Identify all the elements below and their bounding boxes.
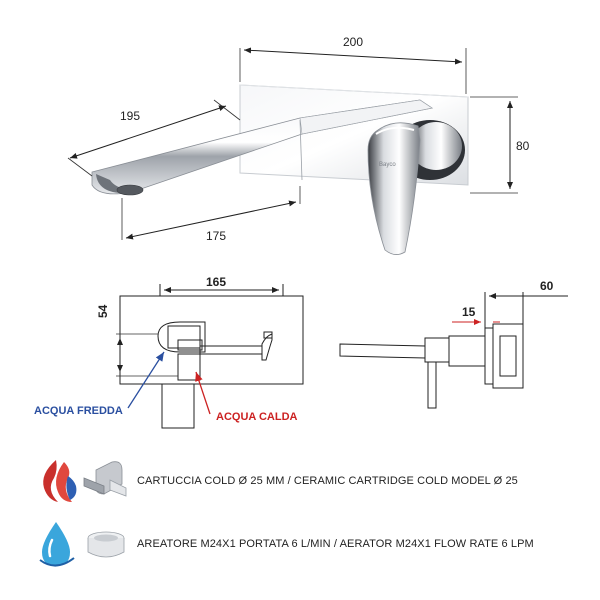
spec-aerator-text: AREATORE M24X1 PORTATA 6 L/MIN / AERATOR… (137, 538, 534, 550)
spec-cartridge-text: CARTUCCIA COLD Ø 25 MM / CERAMIC CARTRID… (137, 475, 518, 487)
dim-front-width: 165 (206, 275, 226, 289)
dim-plate-height: 80 (516, 139, 530, 153)
hot-cold-flame-icon (43, 460, 77, 502)
dim-side-inner: 15 (462, 305, 476, 319)
dim-spout-reach: 175 (206, 229, 226, 243)
cartridge-icon (83, 461, 127, 497)
aerator-icon (87, 531, 125, 558)
front-view (119, 284, 304, 429)
dim-spout-length: 195 (120, 109, 140, 123)
cold-water-label: ACQUA FREDDA (34, 405, 123, 417)
side-view (339, 292, 524, 409)
dim-plate-width: 200 (343, 35, 363, 49)
hot-water-label: ACQUA CALDA (216, 411, 298, 423)
water-drop-icon (39, 522, 75, 567)
brand-mark: Bayco (379, 162, 396, 168)
dim-front-height: 54 (96, 304, 110, 318)
dim-side-depth: 60 (540, 279, 554, 293)
faucet-photo: Bayco (91, 84, 469, 255)
